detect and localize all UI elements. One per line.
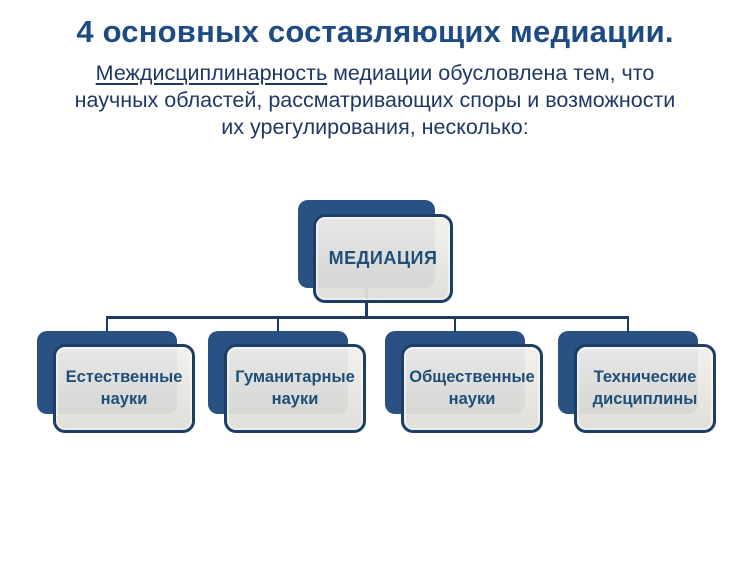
slide-subtitle: Междисциплинарность медиации обусловлена…	[0, 60, 750, 141]
child-node-label: Общественные науки	[401, 344, 543, 433]
subtitle-line-2: научных областей, рассматривающих споры …	[74, 88, 676, 112]
child-node-label: Естественные науки	[53, 344, 195, 433]
subtitle-line-3: их урегулирования, несколько:	[221, 115, 529, 139]
connector-stub-2	[276, 316, 279, 332]
root-node-label: МЕДИАЦИЯ	[313, 214, 453, 303]
subtitle-line-1-text: медиации обусловлена тем, что	[327, 61, 655, 85]
connector-stub-4	[626, 316, 629, 332]
underlined-term: Междисциплинарность	[95, 61, 328, 85]
connector-stub-3	[453, 316, 456, 332]
subtitle-line-1: Междисциплинарность медиации обусловлена…	[0, 60, 750, 87]
child-node-label: Гуманитарные науки	[224, 344, 366, 433]
connector-horizontal	[105, 316, 629, 319]
slide-title: 4 основных составляющих медиации.	[76, 14, 674, 49]
connector-stub-1	[105, 316, 108, 332]
child-node-label: Технические дисциплины	[574, 344, 716, 433]
